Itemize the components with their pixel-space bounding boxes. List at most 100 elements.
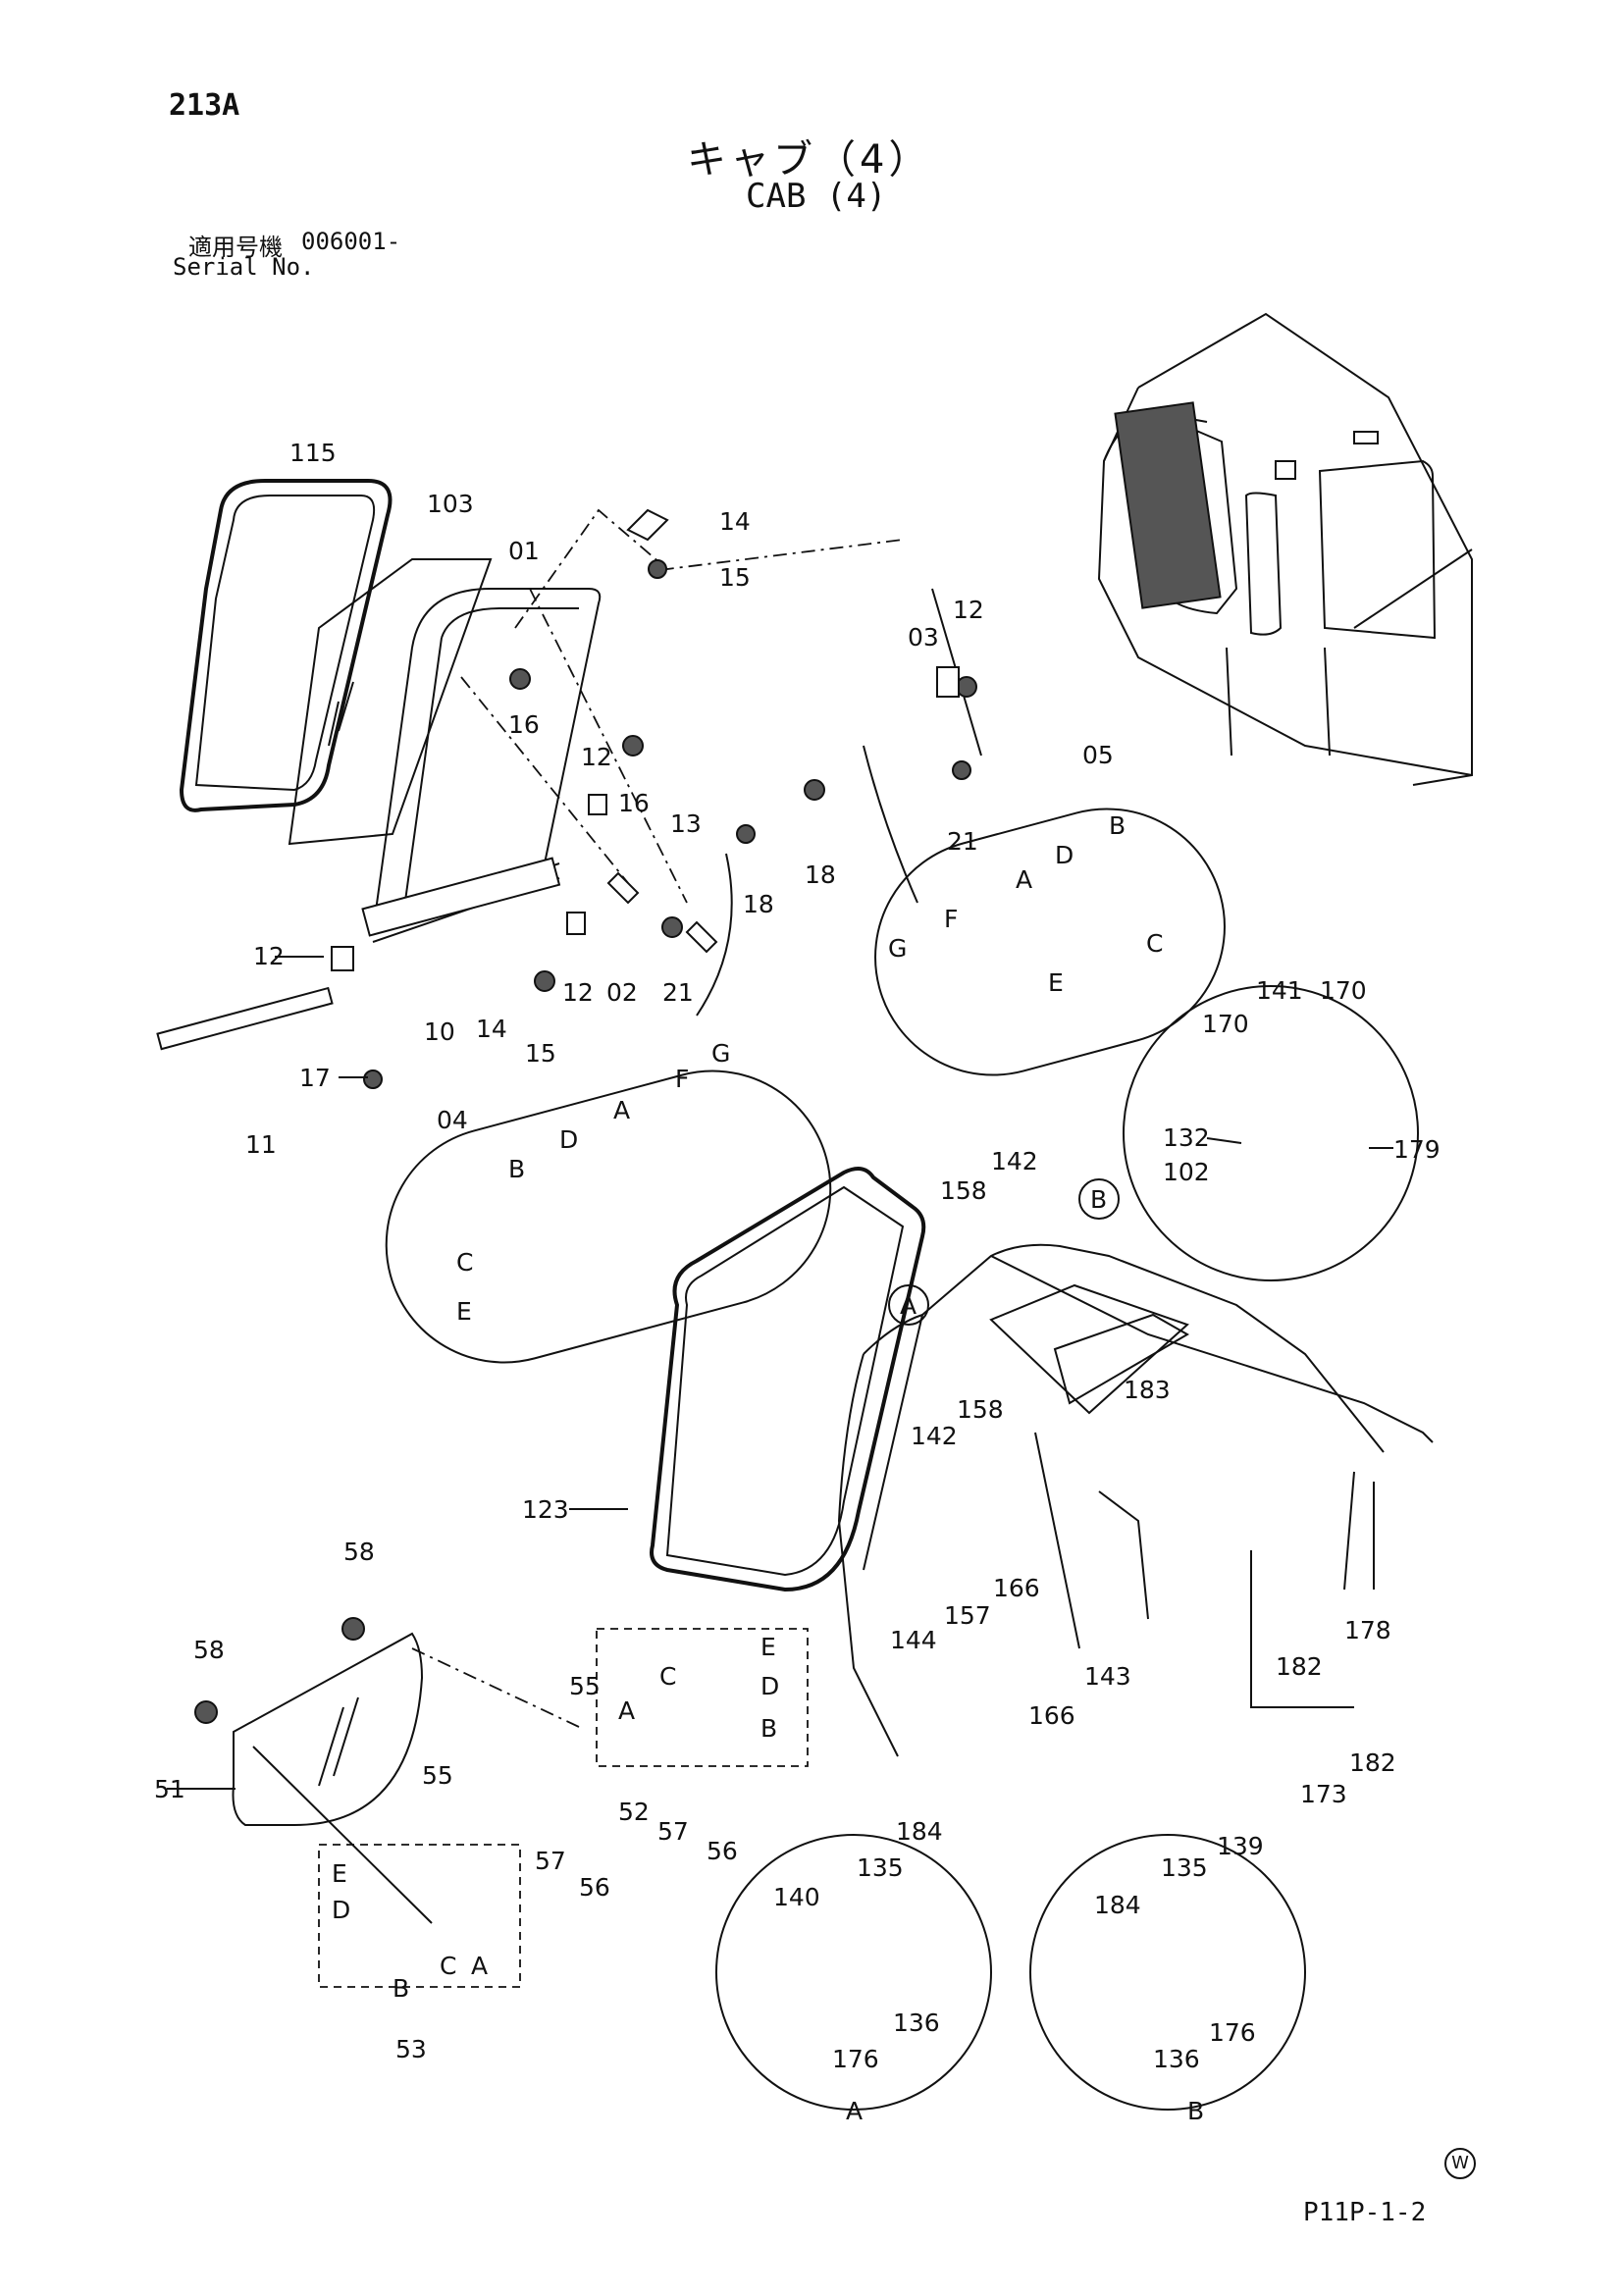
detail-a-label-140: 140: [773, 1883, 820, 1911]
door-glass: [194, 1617, 580, 1924]
label-56-right: 56: [707, 1837, 738, 1865]
label-115: 115: [289, 439, 337, 467]
label-03: 03: [908, 623, 939, 652]
detail-05-label-g: G: [888, 934, 907, 963]
detail-a-label-176: 176: [832, 2045, 879, 2073]
label-182-lower: 182: [1349, 1748, 1396, 1777]
label-142-mid: 142: [911, 1422, 958, 1450]
serial-number-value: 006001-: [301, 228, 401, 255]
label-55-right: 55: [569, 1672, 601, 1700]
detail-04-label-b: B: [508, 1155, 525, 1183]
cab-latch-detail: [1353, 431, 1379, 444]
label-173: 173: [1300, 1780, 1347, 1808]
detail-b-label-184: 184: [1094, 1891, 1141, 1919]
label-158-mid: 158: [957, 1395, 1004, 1424]
label-144: 144: [890, 1626, 937, 1654]
title-english: CAB (4): [746, 177, 887, 216]
detail-05-label-b: B: [1109, 811, 1126, 840]
label-57-lower: 57: [535, 1847, 566, 1875]
detail-52-label-d: D: [760, 1672, 779, 1700]
label-13: 13: [670, 809, 702, 838]
detail-04-label-g: G: [711, 1039, 730, 1068]
label-12-mid: 12: [562, 978, 594, 1007]
detail-a-title: A: [846, 2097, 863, 2125]
label-21-right: 21: [947, 827, 978, 856]
label-14-bottom: 14: [476, 1015, 507, 1043]
label-141: 141: [1256, 976, 1303, 1005]
small-hardware: [331, 508, 977, 1089]
label-15-top: 15: [719, 563, 751, 592]
cab-hinge-detail: [1275, 460, 1296, 480]
label-18-right: 18: [805, 861, 836, 889]
rear-window-assembly: [156, 479, 602, 1051]
serial-label-japanese: 適用号機: [188, 234, 283, 261]
label-157: 157: [944, 1601, 991, 1630]
rear-glass-shaded: [1114, 401, 1222, 609]
label-178: 178: [1344, 1616, 1391, 1644]
label-102: 102: [1163, 1158, 1210, 1186]
label-04: 04: [437, 1106, 468, 1134]
label-11: 11: [245, 1130, 277, 1159]
label-170-left: 170: [1202, 1010, 1249, 1038]
label-142-top: 142: [991, 1147, 1038, 1175]
watermark-symbol: W: [1444, 2148, 1476, 2179]
detail-05-label-e: E: [1048, 968, 1064, 997]
detail-b-title: B: [1187, 2097, 1204, 2125]
detail-b-label-139: 139: [1217, 1832, 1264, 1860]
detail-53-box: [318, 1844, 521, 1988]
detail-04-oval: [385, 1070, 832, 1364]
label-166-lower: 166: [1028, 1701, 1075, 1730]
detail-52-label-c: C: [659, 1662, 676, 1691]
callout-a: A: [900, 1291, 917, 1320]
detail-b-label-176: 176: [1209, 2018, 1256, 2047]
detail-04-label-d: D: [559, 1125, 578, 1154]
guide-rail: [361, 857, 561, 937]
label-166-upper: 166: [993, 1574, 1040, 1602]
label-21-left: 21: [662, 978, 694, 1007]
label-132: 132: [1163, 1123, 1210, 1152]
label-51: 51: [154, 1775, 185, 1803]
label-10: 10: [424, 1018, 455, 1046]
label-143: 143: [1084, 1662, 1131, 1691]
label-158-top: 158: [940, 1176, 987, 1205]
detail-a-label-136: 136: [893, 2009, 940, 2037]
label-52: 52: [618, 1798, 650, 1826]
detail-53-label-e: E: [332, 1859, 347, 1888]
label-170-right: 170: [1320, 976, 1367, 1005]
label-05: 05: [1082, 741, 1114, 769]
label-12-left: 12: [253, 942, 285, 970]
figure-reference: P11P-1-2: [1303, 2198, 1427, 2227]
title-japanese: キャブ（4）: [687, 137, 932, 183]
label-18-left: 18: [743, 890, 774, 918]
label-179: 179: [1393, 1135, 1441, 1164]
detail-53-label-d: D: [332, 1896, 350, 1924]
detail-a-label-135: 135: [857, 1853, 904, 1882]
detail-52-label-b: B: [760, 1714, 777, 1743]
serial-label-english: Serial No.: [173, 253, 315, 281]
detail-05-label-a: A: [1016, 865, 1032, 894]
part-number-labels: 115 103 01 14 15 16 16 12 13 12 12 10 14…: [154, 439, 1441, 2125]
detail-53-label-c: C: [440, 1952, 456, 1980]
label-58-top: 58: [343, 1538, 375, 1566]
detail-b-label-136: 136: [1153, 2045, 1200, 2073]
detail-05-label-d: D: [1055, 841, 1074, 869]
label-53: 53: [395, 2035, 427, 2063]
page-number: 213A: [169, 88, 240, 123]
detail-b-circle: [1029, 1834, 1306, 2111]
label-183: 183: [1124, 1376, 1171, 1404]
detail-53-label-a: A: [471, 1952, 488, 1980]
callout-a-circle: [888, 1284, 929, 1326]
label-182-upper: 182: [1276, 1652, 1323, 1681]
label-15-bottom: 15: [525, 1039, 556, 1068]
callout-b-circle: [1078, 1178, 1120, 1220]
label-01: 01: [508, 537, 540, 565]
label-103: 103: [427, 490, 474, 518]
detail-04-label-e: E: [456, 1297, 472, 1326]
label-12-upper: 12: [581, 743, 612, 771]
callout-b: B: [1090, 1185, 1107, 1214]
bottom-rail: [156, 986, 334, 1051]
label-02: 02: [606, 978, 638, 1007]
label-56-lower: 56: [579, 1873, 610, 1902]
label-12-right: 12: [953, 596, 984, 624]
